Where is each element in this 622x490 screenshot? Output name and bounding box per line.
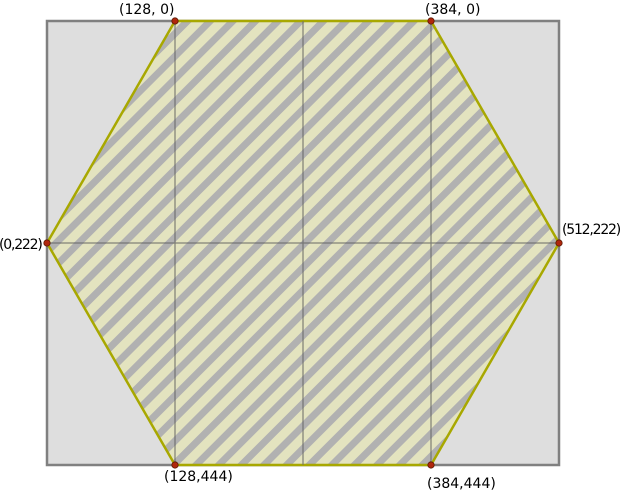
vertex-point (43, 239, 51, 247)
vertex-point (171, 17, 179, 25)
vertex-label: (512,222) (562, 222, 621, 238)
grid-overlay (47, 21, 559, 465)
vertex-points (43, 17, 563, 469)
vertex-label: (384,444) (427, 476, 496, 490)
vertex-label: (128,444) (164, 469, 233, 485)
vertex-label: (384, 0) (425, 2, 480, 18)
vertex-label: (0,222) (0, 237, 42, 253)
vertex-point (427, 461, 435, 469)
vertex-point (555, 239, 563, 247)
vertex-point (171, 461, 179, 469)
vertex-label: (128, 0) (119, 2, 174, 18)
vertex-point (427, 17, 435, 25)
